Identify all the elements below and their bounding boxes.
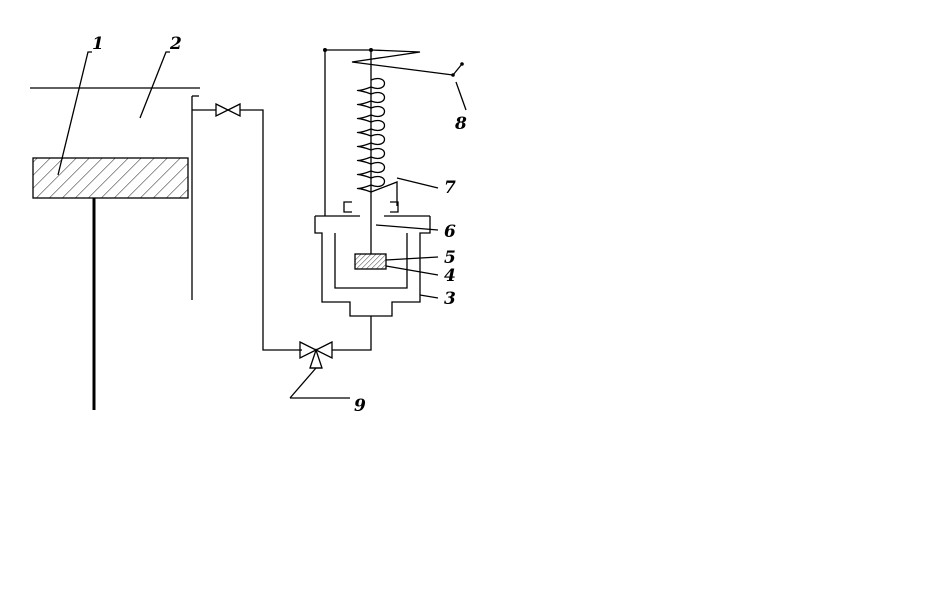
vessel-wall bbox=[191, 95, 199, 300]
pivot-point bbox=[323, 48, 327, 52]
three-way-valve-icon bbox=[299, 340, 333, 369]
label-2: 2 bbox=[169, 34, 182, 54]
label-5: 5 bbox=[444, 248, 456, 268]
inner-cup bbox=[334, 233, 408, 289]
label-4: 4 bbox=[444, 266, 456, 286]
leader-lines bbox=[57, 51, 467, 399]
label-3: 3 bbox=[444, 289, 456, 309]
label-6: 6 bbox=[444, 222, 456, 242]
label-8: 8 bbox=[454, 114, 467, 134]
upper-pipe bbox=[192, 109, 302, 351]
spring bbox=[356, 77, 398, 206]
label-7: 7 bbox=[444, 178, 456, 198]
outer-housing bbox=[314, 216, 431, 317]
label-9: 9 bbox=[354, 396, 366, 416]
lower-pipe bbox=[332, 316, 372, 351]
hatched-slab bbox=[32, 157, 189, 199]
lever bbox=[351, 49, 464, 77]
label-1: 1 bbox=[92, 34, 104, 54]
upper-valve-icon bbox=[215, 102, 241, 118]
guide-brackets bbox=[343, 201, 399, 213]
sensing-element bbox=[354, 253, 387, 270]
